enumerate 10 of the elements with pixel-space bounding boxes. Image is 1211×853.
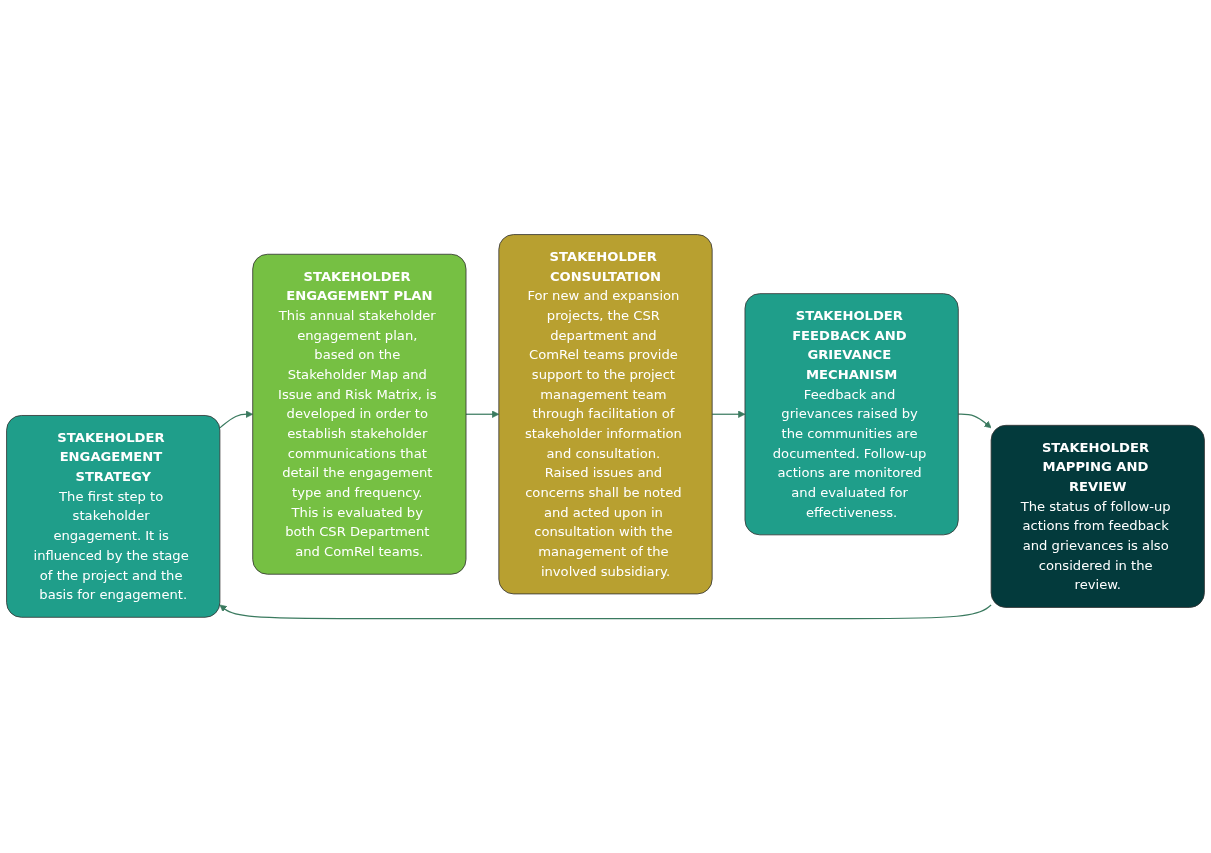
arrow [219,410,254,429]
node-box: STAKEHOLDER ENGAGEMENT PLAN This annual stakeholder engagement plan, based on the Stakeholder Map and Issue and Risk Matrix, is developed in order to establish stakeholder communications that detail the engagement type and frequency. This is evaluated by both CSR Department and ComRel teams. [252,253,467,575]
arrow [711,410,746,418]
node-box: STAKEHOLDER CONSULTATION For new and expansion projects, the CSR department and ComRel teams provide support to the project management team through facilitation of stakeholder information and consultation. Raised issues and concerns shall be noted and acted upon in consultation with the management of the involved subsidiary. [498,234,713,595]
node-box: STAKEHOLDER MAPPING AND REVIEW The status of follow-up actions from feedback and grievances is also considered in the review. [990,424,1205,608]
node-box: STAKEHOLDER ENGAGEMENT STRATEGY The first step to stakeholder engagement. It is influenced by the stage of the project and the basis for engagement. [6,415,221,618]
arrow [219,604,992,620]
arrow [957,413,992,429]
node-box: STAKEHOLDER FEEDBACK AND GRIEVANCE MECHANISM Feedback and grievances raised by the communities are documented. Follow-up actions are monitored and evaluated for effectiveness. [744,293,959,536]
arrow [465,410,500,418]
